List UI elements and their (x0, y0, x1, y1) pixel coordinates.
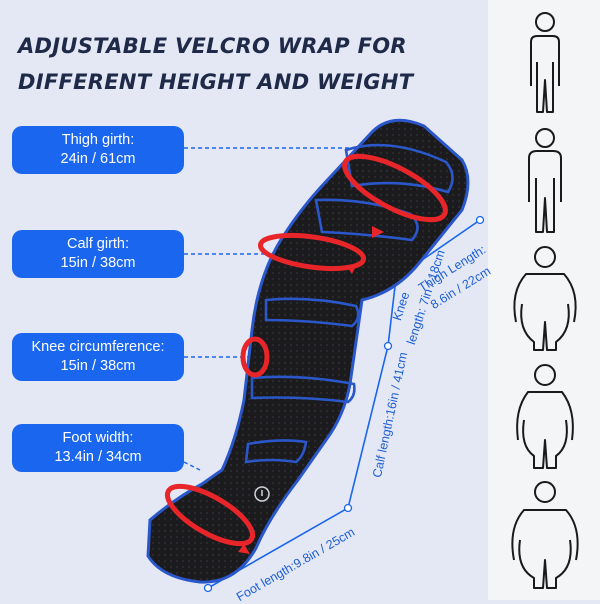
thigh-loop (342, 153, 448, 223)
knee-circumference-value: 15in / 38cm (60, 358, 136, 374)
calf-girth-value: 15in / 38cm (60, 255, 136, 271)
person-icons (511, 12, 579, 589)
headline: ADJUSTABLE VELCRO WRAP FOR DIFFERENT HEI… (18, 28, 458, 100)
thigh-girth-label: Thigh girth: 24in / 61cm (12, 126, 184, 174)
thigh-girth-value: 24in / 61cm (60, 151, 136, 167)
knee-circumference-name: Knee circumference: (31, 339, 165, 355)
calf-strap (250, 375, 356, 404)
heavy-person-icon (516, 364, 574, 469)
arrow-head (238, 544, 250, 554)
knee-loop (240, 336, 270, 378)
headline-line-2: DIFFERENT HEIGHT AND WEIGHT (18, 70, 414, 94)
average-person-icon (528, 128, 562, 233)
foot-leader (183, 461, 201, 471)
knee-circumference-label: Knee circumference: 15in / 38cm (12, 333, 184, 381)
foot-loop (164, 483, 256, 547)
slim-person-icon (530, 12, 560, 113)
upper-strap (314, 198, 419, 242)
length-node (475, 215, 485, 225)
thigh-strap (344, 143, 454, 194)
leg-body (146, 118, 470, 584)
plus-size-person-icon (513, 246, 577, 351)
large-person-icon (511, 481, 579, 589)
calf-girth-label: Calf girth: 15in / 38cm (12, 230, 184, 278)
foot-width-name: Foot width: (62, 430, 134, 446)
calf-loop (257, 232, 367, 272)
foot-width-value: 13.4in / 34cm (54, 449, 142, 465)
ankle-strap (244, 439, 308, 464)
length-node (203, 583, 213, 593)
thigh-girth-name: Thigh girth: (61, 132, 135, 148)
leader-lines (183, 147, 352, 471)
foot-width-label: Foot width: 13.4in / 34cm (12, 424, 184, 472)
leg-wrap (146, 118, 470, 584)
headline-line-1: ADJUSTABLE VELCRO WRAP FOR (18, 34, 407, 58)
calf-girth-name: Calf girth: (66, 236, 130, 252)
knee-strap (264, 297, 360, 328)
arrow-head (348, 262, 358, 274)
girth-loops (164, 153, 448, 547)
arrow-head (372, 226, 384, 238)
length-node (383, 341, 393, 351)
length-node (343, 503, 353, 513)
connector-port-icon (254, 486, 270, 502)
